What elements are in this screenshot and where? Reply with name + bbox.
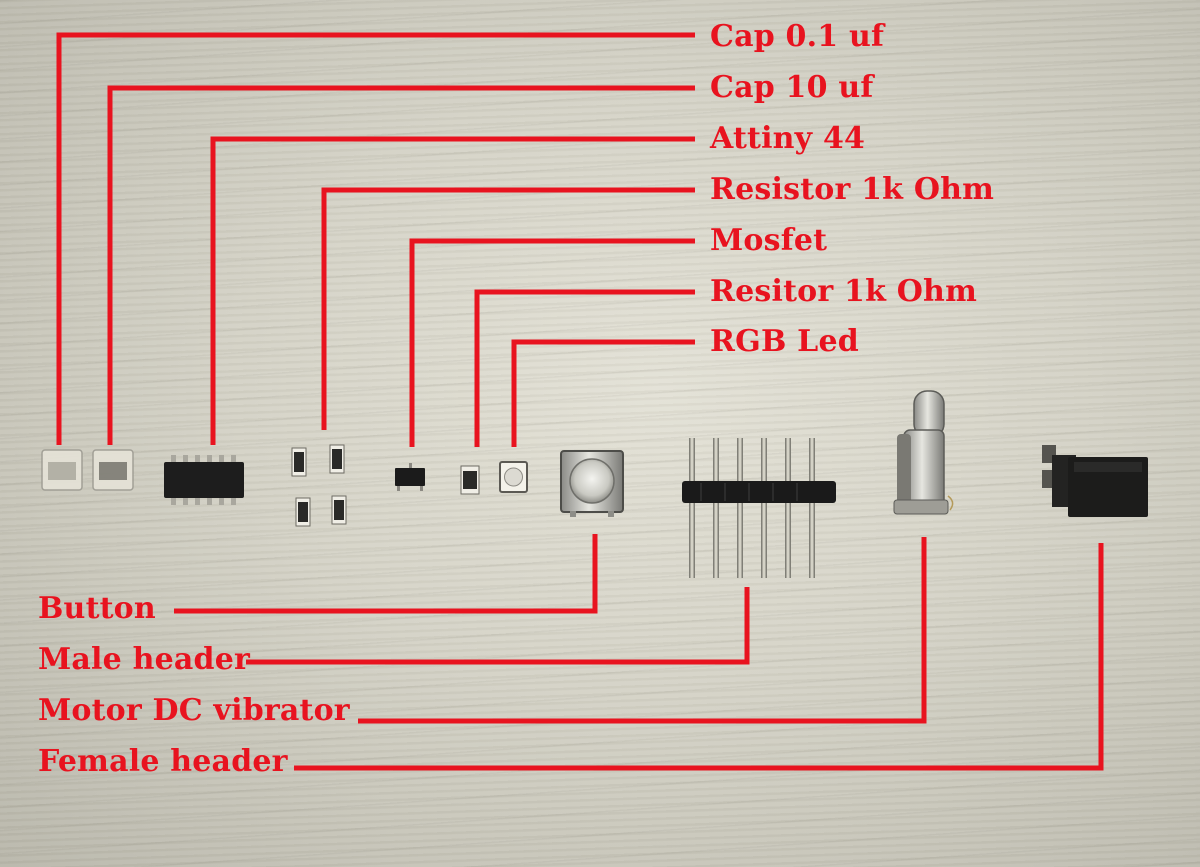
- label-male-header: Male header: [38, 642, 250, 677]
- label-mosfet: Mosfet: [710, 223, 828, 258]
- button-component: [560, 450, 624, 517]
- leader-resistor-1k-b: [474, 289, 695, 447]
- leader-cap-0-1: [56, 32, 695, 445]
- label-resistor-1k-b: Resitor 1k Ohm: [710, 274, 978, 309]
- vibration-motor-component: [893, 390, 954, 515]
- resistor-1k-b-component: [460, 465, 480, 495]
- label-rgb-led: RGB Led: [710, 324, 859, 359]
- mosfet-component: [395, 463, 425, 491]
- label-resistor-1k-a: Resistor 1k Ohm: [710, 172, 995, 207]
- female-header-component: [1042, 445, 1148, 517]
- label-attiny: Attiny 44: [710, 121, 866, 156]
- leader-male-header: [246, 587, 750, 665]
- leader-lines-bottom: [174, 534, 1104, 771]
- resistor-marking: 1001: [1, 1, 3, 2]
- leader-rgb-led: [511, 339, 695, 447]
- leader-female-header: [294, 543, 1104, 771]
- leader-resistor-1k-a: [321, 187, 695, 430]
- leader-attiny: [210, 136, 695, 445]
- leader-motor: [358, 537, 927, 724]
- label-motor: Motor DC vibrator: [38, 693, 350, 728]
- cap-0-1-component: [41, 449, 83, 491]
- attiny-component: [164, 455, 244, 505]
- cap-10-component: [92, 449, 134, 491]
- leader-cap-10: [107, 85, 695, 445]
- leader-lines-top: [56, 32, 695, 447]
- resistors-group: [291, 444, 347, 527]
- male-header-component: [682, 438, 836, 578]
- label-female-header: Female header: [38, 744, 288, 779]
- leader-button: [174, 534, 598, 614]
- label-button: Button: [38, 591, 156, 626]
- label-cap-10: Cap 10 uf: [710, 70, 874, 105]
- label-cap-0-1: Cap 0.1 uf: [710, 19, 885, 54]
- rgb-led-component: [499, 461, 528, 493]
- leader-mosfet: [409, 238, 695, 447]
